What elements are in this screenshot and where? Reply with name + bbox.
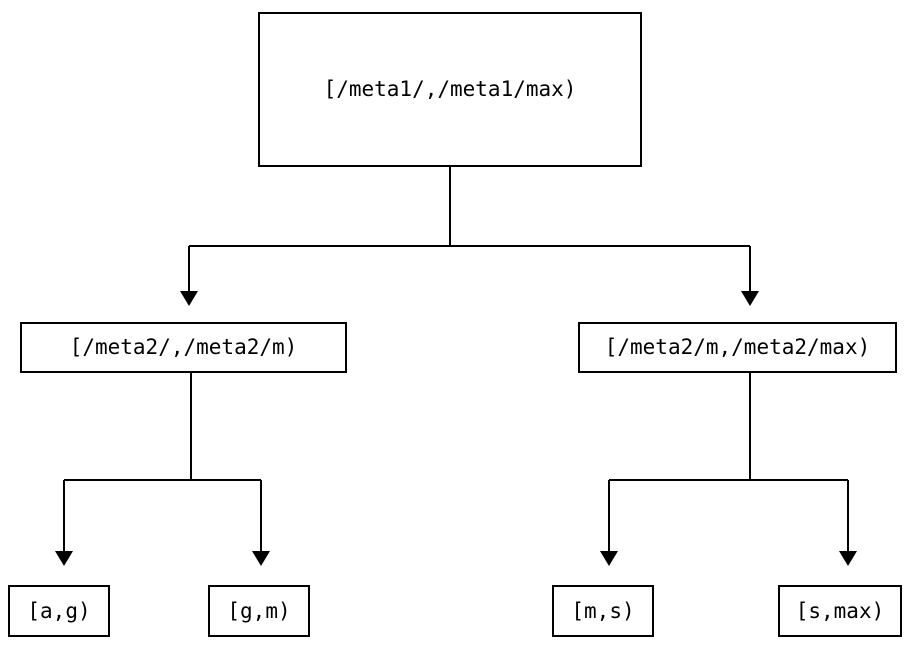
tree-node-leaf-gm[interactable]: [g,m): [208, 585, 310, 637]
edge-root-to-level2: [180, 167, 759, 306]
tree-node-leaf-gm-label: [g,m): [227, 598, 291, 623]
tree-node-root-label: [/meta1/,/meta1/max): [323, 77, 577, 101]
edge-left-mid-to-leaves: [55, 373, 270, 566]
tree-node-leaf-smax-label: [s,max): [795, 598, 885, 623]
arrowhead-left-mid-to-leaf-gm: [252, 551, 270, 566]
arrowhead-right-mid-to-leaf-ms: [600, 551, 618, 566]
tree-node-left-mid-label: [/meta2/,/meta2/m): [69, 335, 298, 359]
tree-node-leaf-ag[interactable]: [a,g): [8, 585, 110, 637]
tree-node-leaf-smax[interactable]: [s,max): [778, 585, 902, 637]
arrowhead-root-to-left-mid: [180, 291, 198, 306]
tree-node-leaf-ag-label: [a,g): [27, 598, 91, 623]
edge-right-mid-to-leaves: [600, 373, 857, 566]
arrowhead-root-to-right-mid: [741, 291, 759, 306]
tree-node-right-mid-label: [/meta2/m,/meta2/max): [604, 335, 871, 359]
arrowhead-left-mid-to-leaf-ag: [55, 551, 73, 566]
tree-node-root[interactable]: [/meta1/,/meta1/max): [258, 12, 642, 167]
tree-node-leaf-ms[interactable]: [m,s): [552, 585, 654, 637]
tree-node-right-mid[interactable]: [/meta2/m,/meta2/max): [578, 322, 897, 373]
tree-node-leaf-ms-label: [m,s): [571, 598, 635, 623]
arrowhead-right-mid-to-leaf-smax: [839, 551, 857, 566]
tree-node-left-mid[interactable]: [/meta2/,/meta2/m): [20, 322, 347, 373]
